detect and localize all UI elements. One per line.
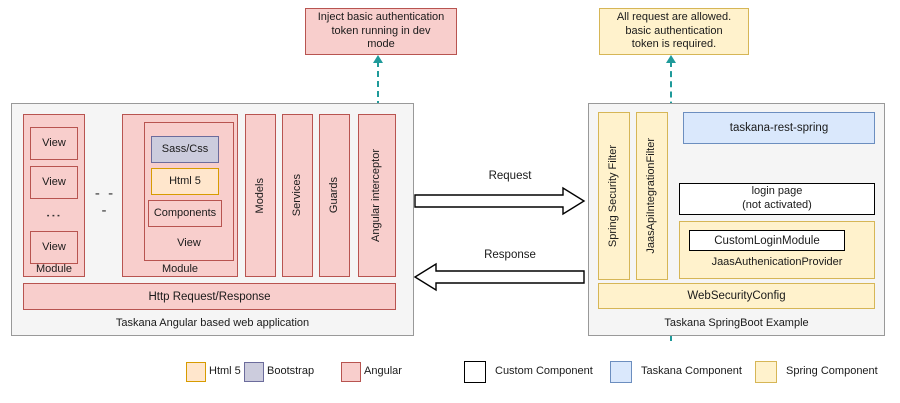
callout-dev-mode: Inject basic authentication token runnin… — [305, 8, 457, 55]
server-login-page[interactable]: login page (not activated) — [679, 183, 875, 215]
server-web-security-config-label: WebSecurityConfig — [687, 290, 786, 302]
callout-dev-mode-arrow-icon — [373, 55, 383, 63]
client-http-bar[interactable]: Http Request/Response — [23, 283, 396, 310]
server-jaas-authentication-provider-label: JaasAuthenicationProvider — [711, 256, 843, 269]
client-item-html5[interactable]: Html 5 — [151, 168, 219, 195]
client-item-sass-css[interactable]: Sass/Css — [151, 136, 219, 163]
client-module-b-label: Module — [161, 262, 199, 275]
legend-swatch-taskana-component — [610, 361, 632, 383]
client-column-services-label: Services — [290, 174, 303, 217]
server-login-page-line2: (not activated) — [742, 199, 812, 211]
client-module-a-ellipsis-glyph: ⋮ — [45, 207, 62, 223]
client-column-guards[interactable]: Guards — [319, 114, 350, 277]
request-label: Request — [488, 170, 532, 182]
legend-label-html5: Html 5 — [209, 365, 241, 377]
client-column-services[interactable]: Services — [282, 114, 313, 277]
response-label: Response — [484, 249, 536, 261]
legend-label-spring-component: Spring Component — [786, 365, 878, 377]
callout-dev-mode-line3: mode — [367, 38, 395, 51]
client-module-a-label: Module — [35, 262, 73, 275]
client-item-components[interactable]: Components — [148, 200, 222, 227]
callout-auth-line1: All request are allowed. — [616, 10, 732, 23]
legend-label-custom-component: Custom Component — [495, 365, 593, 377]
legend-swatch-html5 — [186, 362, 206, 382]
client-column-angular-interceptor-label: Angular interceptor — [370, 149, 383, 242]
client-panel-caption: Taskana Angular based web application — [115, 317, 310, 330]
client-http-bar-label: Http Request/Response — [148, 290, 271, 303]
server-taskana-rest-spring[interactable]: taskana-rest-spring — [683, 112, 875, 144]
module-separator: - - - — [94, 185, 116, 219]
client-module-a-ellipsis: ⋮ — [30, 202, 78, 228]
client-item-sass-css-label: Sass/Css — [161, 142, 209, 155]
legend-swatch-bootstrap — [244, 362, 264, 382]
callout-dev-mode-line1: Inject basic authentication — [317, 10, 445, 23]
callout-auth-line3: token is required. — [631, 38, 717, 51]
client-item-html5-label: Html 5 — [169, 174, 201, 187]
legend-label-taskana-component: Taskana Component — [641, 365, 742, 377]
callout-dev-mode-connector — [377, 61, 379, 107]
client-module-a-view-3[interactable]: View — [30, 231, 78, 264]
callout-auth: All request are allowed. basic authentic… — [599, 8, 749, 55]
server-custom-login-module-label: CustomLoginModule — [714, 234, 820, 247]
server-filter-jaas-api-integration-label: JaasApiIntegrationFilter — [645, 138, 658, 254]
callout-auth-line2: basic authentication — [625, 24, 723, 37]
callout-auth-arrow-icon — [666, 55, 676, 63]
client-column-guards-label: Guards — [327, 177, 340, 214]
server-login-page-line1: login page — [751, 185, 803, 198]
legend-swatch-custom-component — [464, 361, 486, 383]
server-panel-caption: Taskana SpringBoot Example — [664, 317, 809, 330]
client-module-a-view-3-label: View — [42, 240, 66, 253]
server-filter-spring-security[interactable]: Spring Security Filter — [598, 112, 630, 280]
client-column-angular-interceptor[interactable]: Angular interceptor — [358, 114, 396, 277]
legend-swatch-angular — [341, 362, 361, 382]
server-web-security-config[interactable]: WebSecurityConfig — [598, 283, 875, 309]
legend-swatch-spring-component — [755, 361, 777, 383]
legend-label-angular: Angular — [364, 365, 402, 377]
client-column-models-label: Models — [253, 177, 266, 214]
request-arrow-icon — [414, 186, 586, 216]
callout-dev-mode-line2: token running in dev — [331, 24, 431, 37]
response-arrow-icon — [413, 262, 585, 292]
client-module-a-view-2-label: View — [42, 175, 66, 188]
client-module-b-view-label: View — [177, 236, 201, 249]
server-filter-jaas-api-integration[interactable]: JaasApiIntegrationFilter — [636, 112, 668, 280]
client-module-a-view-1[interactable]: View — [30, 127, 78, 160]
client-module-a-view-2[interactable]: View — [30, 166, 78, 199]
legend-label-bootstrap: Bootstrap — [267, 365, 315, 377]
server-custom-login-module[interactable]: CustomLoginModule — [689, 230, 845, 251]
client-item-components-label: Components — [153, 206, 217, 219]
client-module-a-view-1-label: View — [42, 136, 66, 149]
client-column-models[interactable]: Models — [245, 114, 276, 277]
server-filter-spring-security-label: Spring Security Filter — [607, 144, 620, 248]
server-taskana-rest-spring-label: taskana-rest-spring — [729, 122, 829, 134]
